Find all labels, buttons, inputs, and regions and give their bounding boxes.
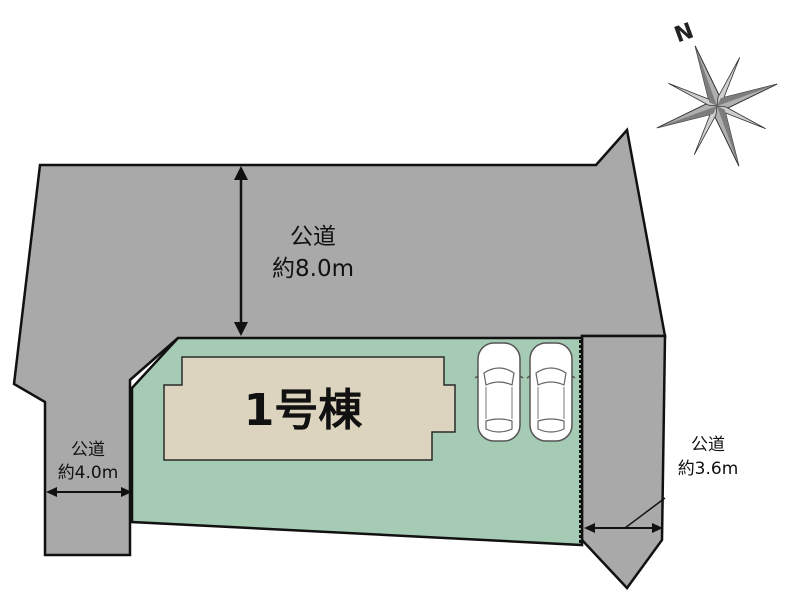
parking-car-2-icon	[526, 342, 576, 442]
west-road-dimension	[46, 487, 132, 497]
north-road-dimension	[234, 166, 248, 336]
compass-rose-icon	[656, 45, 778, 167]
west-road-width: 約4.0m	[58, 463, 119, 483]
north-road-width: 約8.0m	[272, 256, 354, 282]
east-road-name: 公道	[691, 435, 725, 455]
west-road-name: 公道	[71, 440, 105, 460]
building-footprint	[163, 356, 456, 461]
east-road-dimension	[584, 497, 666, 533]
parking-car-1-icon	[474, 342, 524, 442]
north-indicator-label: N	[671, 19, 697, 49]
building-label: 1号棟	[244, 385, 364, 436]
east-road-width: 約3.6m	[678, 459, 739, 479]
north-road-name: 公道	[290, 224, 336, 250]
road-east-area	[580, 334, 667, 590]
